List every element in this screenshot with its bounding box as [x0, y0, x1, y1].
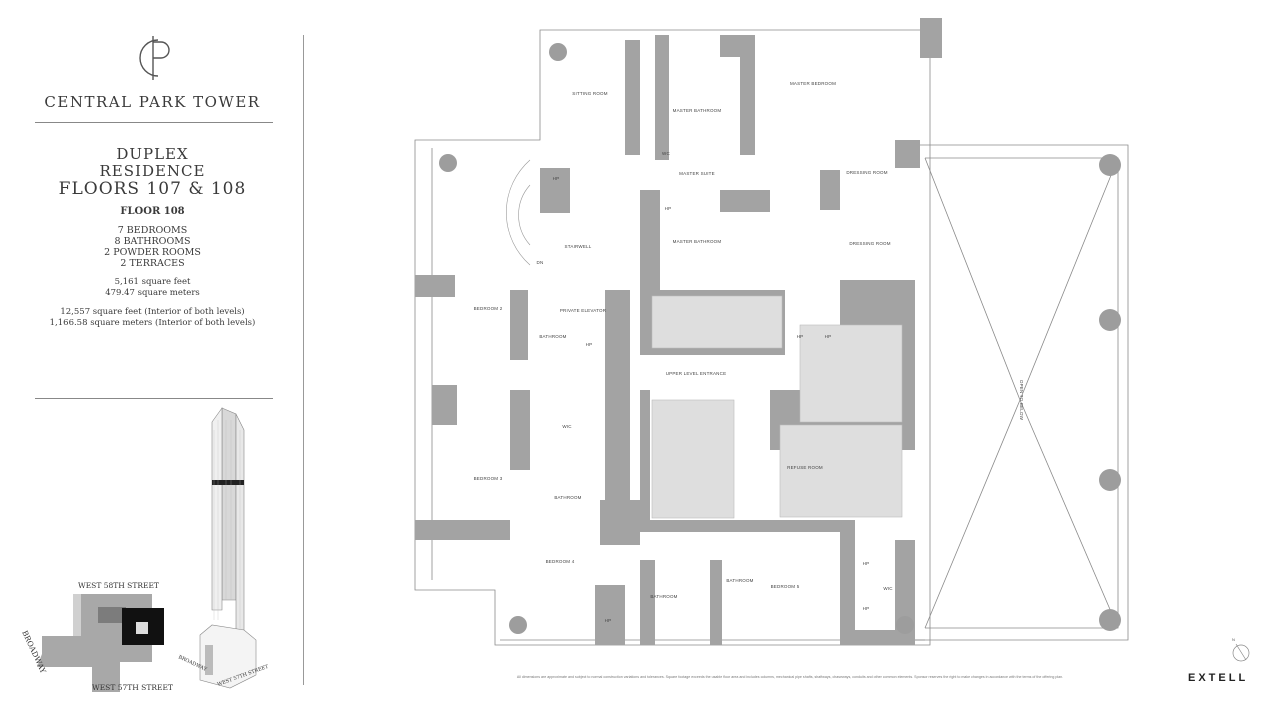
room-label-bathroom-2: BATHROOM — [539, 334, 566, 339]
developer-logo: EXTELL — [1188, 672, 1249, 684]
total-sqft: 12,557 square feet (Interior of both lev… — [60, 307, 245, 317]
room-label-hp: HP — [586, 342, 593, 347]
central-park-tower-logo — [139, 36, 170, 80]
open-to-below-label: OPEN TO BELOW — [1019, 380, 1024, 421]
floor-area: 5,161 square feet 479.47 square meters — [0, 277, 305, 299]
floor-label: FLOOR 108 — [120, 206, 185, 217]
floor-plan: SITTING ROOM MASTER BATHROOM MASTER BEDROO… — [414, 18, 1250, 662]
compass-north-label: N — [1232, 637, 1235, 642]
site-annex — [98, 607, 126, 623]
room-label-sitting-room: SITTING ROOM — [572, 91, 607, 96]
divider — [35, 122, 273, 123]
room-label-hp: HP — [825, 334, 832, 339]
room-label-bathroom-4: BATHROOM — [650, 594, 677, 599]
room-label-upper-level-entrance: UPPER LEVEL ENTRANCE — [666, 371, 727, 376]
room-label-dn: DN — [537, 260, 544, 265]
room-label-private-elevator: PRIVATE ELEVATOR — [560, 308, 607, 313]
compass-icon: N — [1232, 637, 1250, 662]
vertical-divider — [303, 35, 304, 685]
outer-walls — [414, 29, 1129, 646]
total-sqm: 1,166.58 square meters (Interior of both… — [49, 318, 256, 328]
title-line-2: RESIDENCE — [99, 162, 206, 180]
title-line-3: FLOORS 107 & 108 — [58, 179, 247, 199]
divider — [35, 398, 273, 399]
tower-render — [199, 407, 257, 689]
site-map: WEST 58TH STREET WEST 57TH STREET BROADW… — [20, 407, 270, 692]
room-label-dressing-room-2: DRESSING ROOM — [849, 241, 890, 246]
room-label-bathroom-5: BATHROOM — [726, 578, 753, 583]
feature: 7 BEDROOMS — [117, 225, 188, 236]
features-list: 7 BEDROOMS 8 BATHROOMS 2 POWDER ROOMS 2 … — [0, 225, 305, 269]
brand-name: CENTRAL PARK TOWER — [44, 93, 261, 111]
core-elevators — [651, 295, 903, 519]
room-label-bedroom-3: BEDROOM 3 — [474, 476, 503, 481]
room-label-hp: HP — [553, 176, 560, 181]
room-label-hp: HP — [605, 618, 612, 623]
room-label-wc: WC — [662, 151, 670, 156]
room-label-refuse-room: REFUSE ROOM — [787, 465, 823, 470]
room-label-bedroom-5: BEDROOM 5 — [771, 584, 800, 589]
columns — [439, 43, 1121, 634]
room-label-hp: HP — [797, 334, 804, 339]
unit-marker — [136, 622, 148, 634]
spiral-stair — [506, 159, 531, 266]
room-label-bedroom-2: BEDROOM 2 — [474, 306, 503, 311]
residence-info: DUPLEX RESIDENCE FLOORS 107 & 108 FLOOR … — [0, 146, 305, 329]
info-panel: CENTRAL PARK TOWER DUPLEX RESIDENCE FLOO… — [0, 0, 300, 720]
street-west-57th: WEST 57TH STREET — [92, 683, 173, 692]
room-label-dressing-room-1: DRESSING ROOM — [846, 170, 887, 175]
room-label-wic-1: WIC — [562, 424, 572, 429]
room-label-wic-2: WIC — [883, 586, 893, 591]
title-line-1: DUPLEX — [116, 145, 189, 163]
room-label-bathroom-3: BATHROOM — [554, 495, 581, 500]
room-label-master-bathroom-1: MASTER BATHROOM — [673, 108, 722, 113]
feature: 2 POWDER ROOMS — [104, 247, 201, 258]
room-labels: SITTING ROOM MASTER BATHROOM MASTER BEDROO… — [474, 81, 1024, 623]
room-label-hp: HP — [863, 606, 870, 611]
feature: 8 BATHROOMS — [114, 236, 191, 247]
feature: 2 TERRACES — [120, 258, 185, 269]
room-label-bedroom-4: BEDROOM 4 — [546, 559, 575, 564]
room-label-hp: HP — [863, 561, 870, 566]
total-area: 12,557 square feet (Interior of both lev… — [0, 307, 305, 329]
room-label-master-suite: MASTER SUITE — [679, 171, 715, 176]
site-edge — [73, 594, 81, 636]
street-west-58th: WEST 58TH STREET — [78, 581, 159, 590]
room-label-stairwell: STAIRWELL — [565, 244, 592, 249]
area-sqm: 479.47 square meters — [105, 288, 200, 298]
room-label-master-bathroom-2: MASTER BATHROOM — [673, 239, 722, 244]
disclaimer: All dimensions are approximate and subje… — [516, 675, 1064, 679]
area-sqft: 5,161 square feet — [114, 277, 191, 287]
room-label-hp: HP — [665, 206, 672, 211]
room-label-master-bedroom: MASTER BEDROOM — [790, 81, 836, 86]
